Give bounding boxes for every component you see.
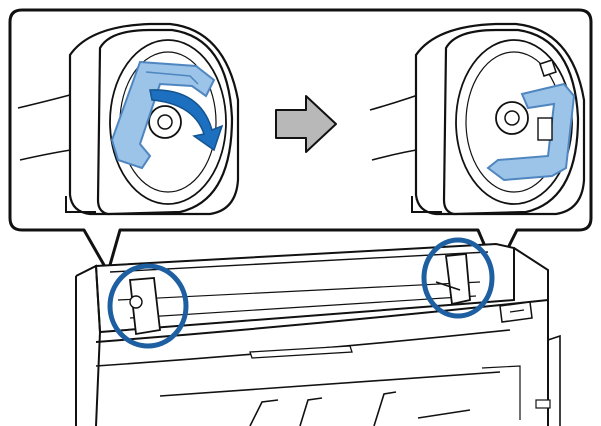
- step-2-roll-holder: [369, 22, 586, 216]
- printer-left-roll-holder: [129, 277, 161, 336]
- rotate-clockwise-arrow-icon: [149, 89, 224, 152]
- holder-lever-lowered: [486, 82, 576, 182]
- printer: [75, 242, 561, 426]
- left-holder-highlight-ring: [107, 263, 189, 349]
- right-holder-highlight-ring: [421, 237, 495, 319]
- printer-right-roll-holder: [435, 253, 471, 306]
- holder-lever-raised: [110, 60, 216, 170]
- transition-arrow-icon: [275, 95, 337, 153]
- step-1-roll-holder: [17, 22, 240, 216]
- control-panel: [499, 301, 533, 323]
